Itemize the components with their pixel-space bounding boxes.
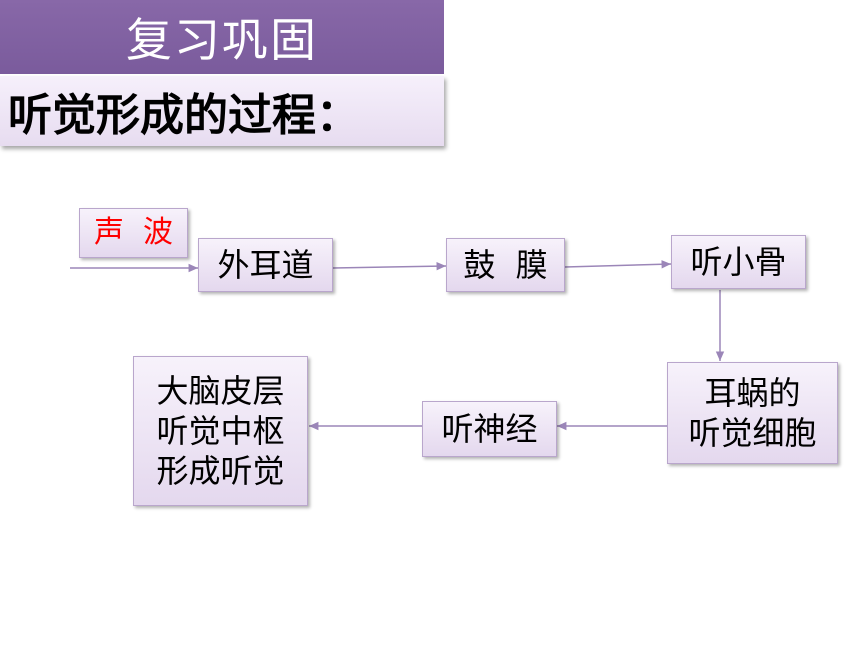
node-ear-canal: 外耳道: [198, 238, 333, 292]
slide-subtitle: 听觉形成的过程：: [8, 90, 360, 141]
node-auditory-nerve: 听神经: [422, 401, 557, 457]
node-ossicles: 听小骨: [671, 235, 806, 289]
node-cochlea-hair-cells: 耳蜗的 听觉细胞: [667, 362, 838, 464]
slide-title-banner: 复习巩固: [0, 0, 444, 74]
slide-subtitle-box: 听觉形成的过程：: [0, 76, 444, 146]
arrow-ear-canal-to-eardrum: [332, 261, 447, 271]
node-auditory-cortex: 大脑皮层 听觉中枢 形成听觉: [133, 356, 308, 506]
arrow-eardrum-to-ossicles: [564, 260, 672, 269]
node-sound-wave: 声 波: [79, 208, 188, 258]
slide-title: 复习巩固: [126, 13, 318, 67]
node-eardrum: 鼓 膜: [446, 238, 565, 292]
